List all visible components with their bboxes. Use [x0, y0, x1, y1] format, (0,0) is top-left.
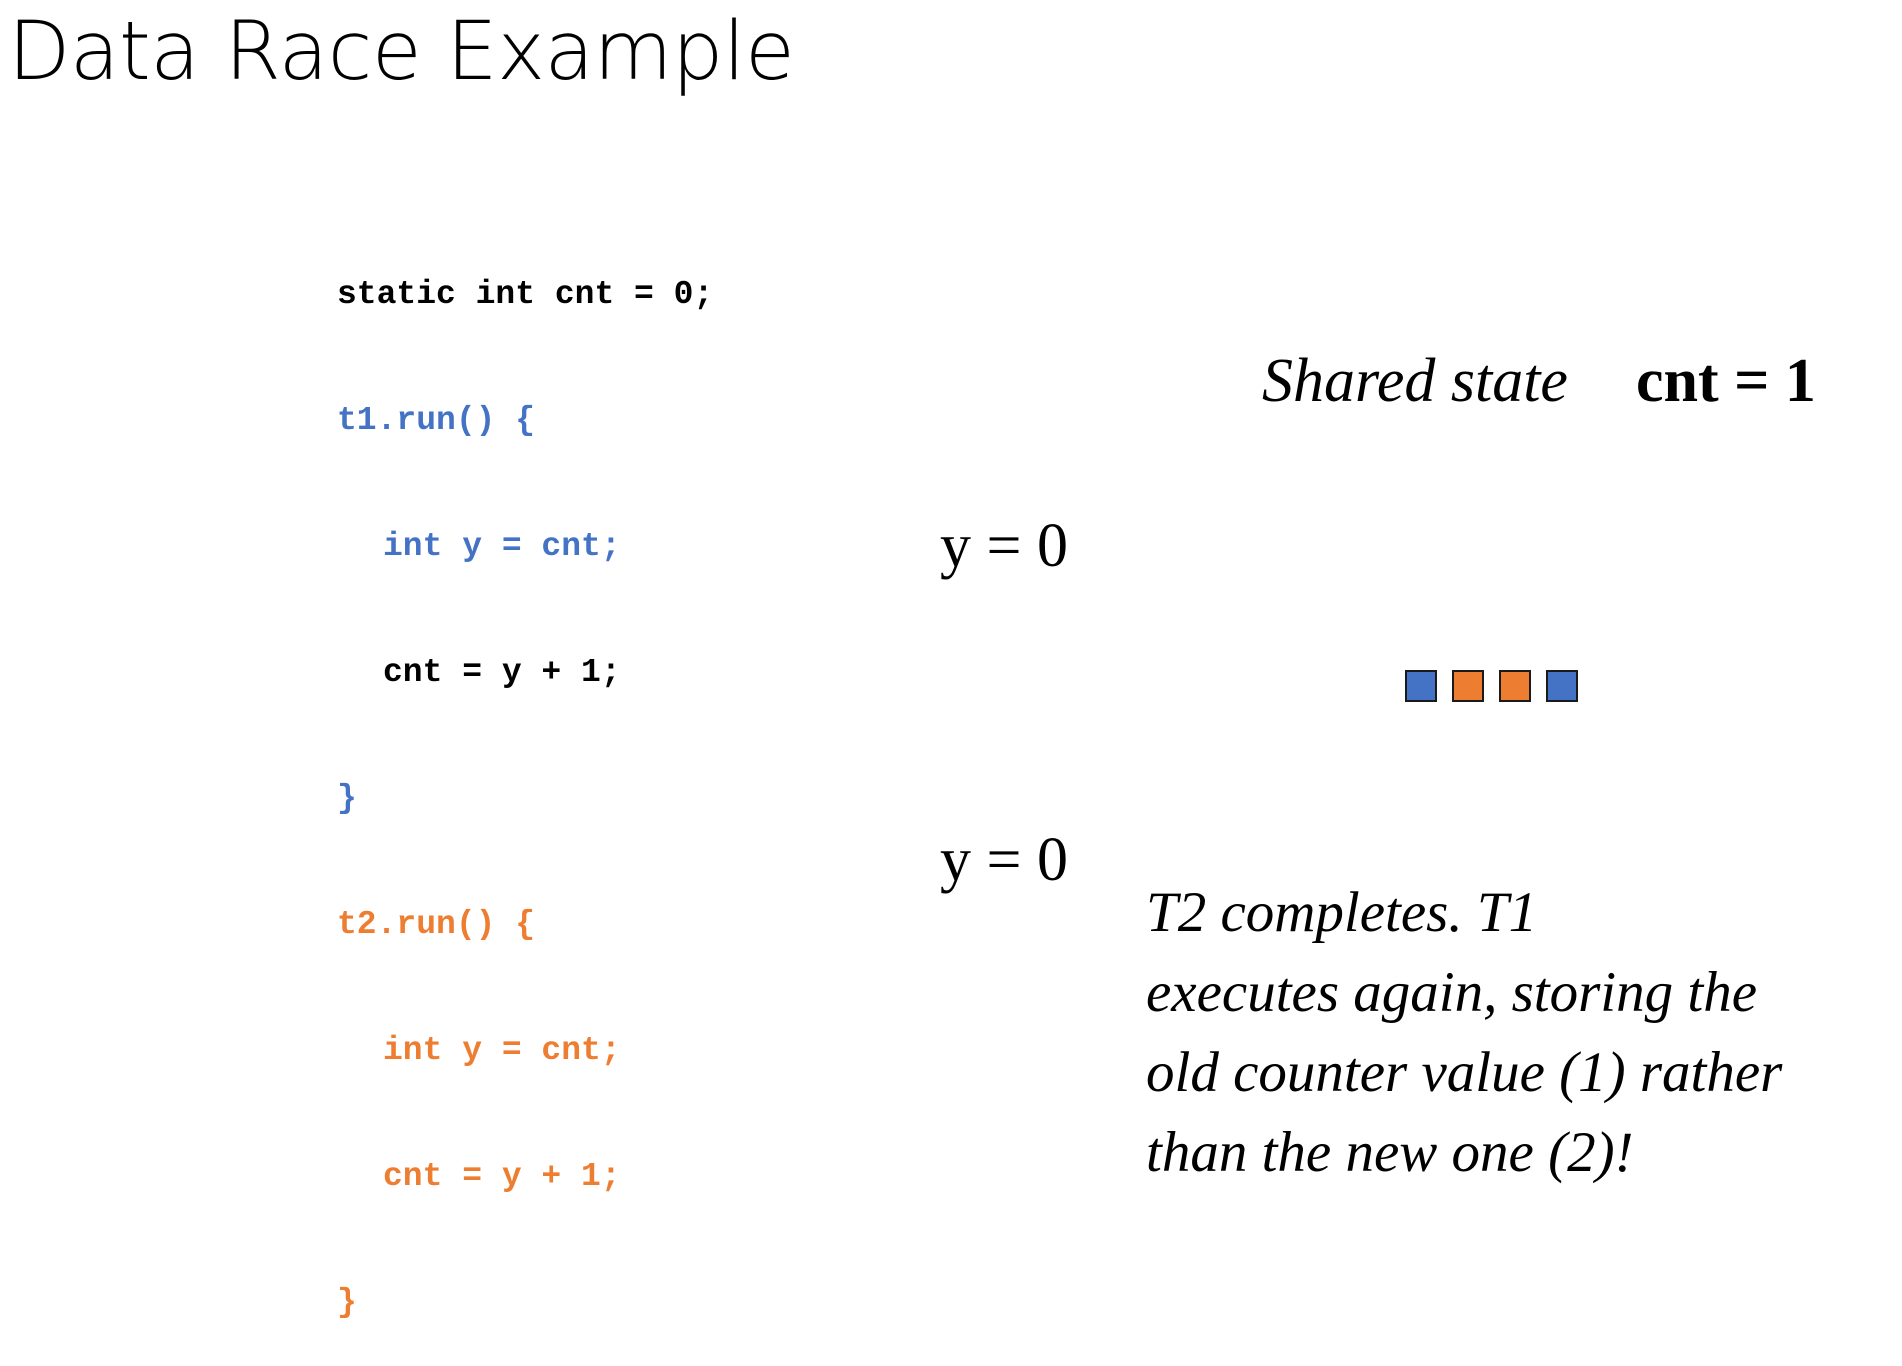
explanation-line: executes again, storing the	[1146, 961, 1758, 1024]
code-line-t1-close: }	[337, 780, 357, 817]
code-line-t2-close: }	[337, 1284, 357, 1321]
code-line-t1-read: int y = cnt;	[383, 528, 621, 565]
slide-title: Data Race Example	[8, 5, 795, 99]
code-line-static-decl: static int cnt = 0;	[337, 276, 714, 313]
explanation-line: than the new one (2)!	[1146, 1121, 1634, 1184]
t2-local-y: y = 0	[940, 826, 1068, 894]
schedule-square-t2	[1452, 670, 1484, 702]
t1-local-y: y = 0	[940, 512, 1068, 580]
explanation-line: T2 completes. T1	[1146, 881, 1538, 944]
shared-state: Shared state cnt = 1	[1262, 350, 1816, 412]
code-line-t1-write: cnt = y + 1;	[383, 654, 621, 691]
schedule-squares	[1405, 670, 1578, 702]
schedule-square-t1	[1405, 670, 1437, 702]
code-block: static int cnt = 0; t1.run() { int y = c…	[337, 190, 713, 1366]
schedule-square-t1	[1546, 670, 1578, 702]
shared-state-value: cnt = 1	[1635, 347, 1816, 415]
code-line-t2-read: int y = cnt;	[383, 1032, 621, 1069]
explanation-line: old counter value (1) rather	[1146, 1041, 1783, 1104]
shared-state-label: Shared state	[1262, 347, 1568, 415]
schedule-square-t2	[1499, 670, 1531, 702]
code-line-t2-run: t2.run() {	[337, 906, 536, 943]
explanation-text: T2 completes. T1 executes again, storing…	[1146, 873, 1896, 1193]
code-line-t1-run: t1.run() {	[337, 402, 536, 439]
code-line-t2-write: cnt = y + 1;	[383, 1158, 621, 1195]
